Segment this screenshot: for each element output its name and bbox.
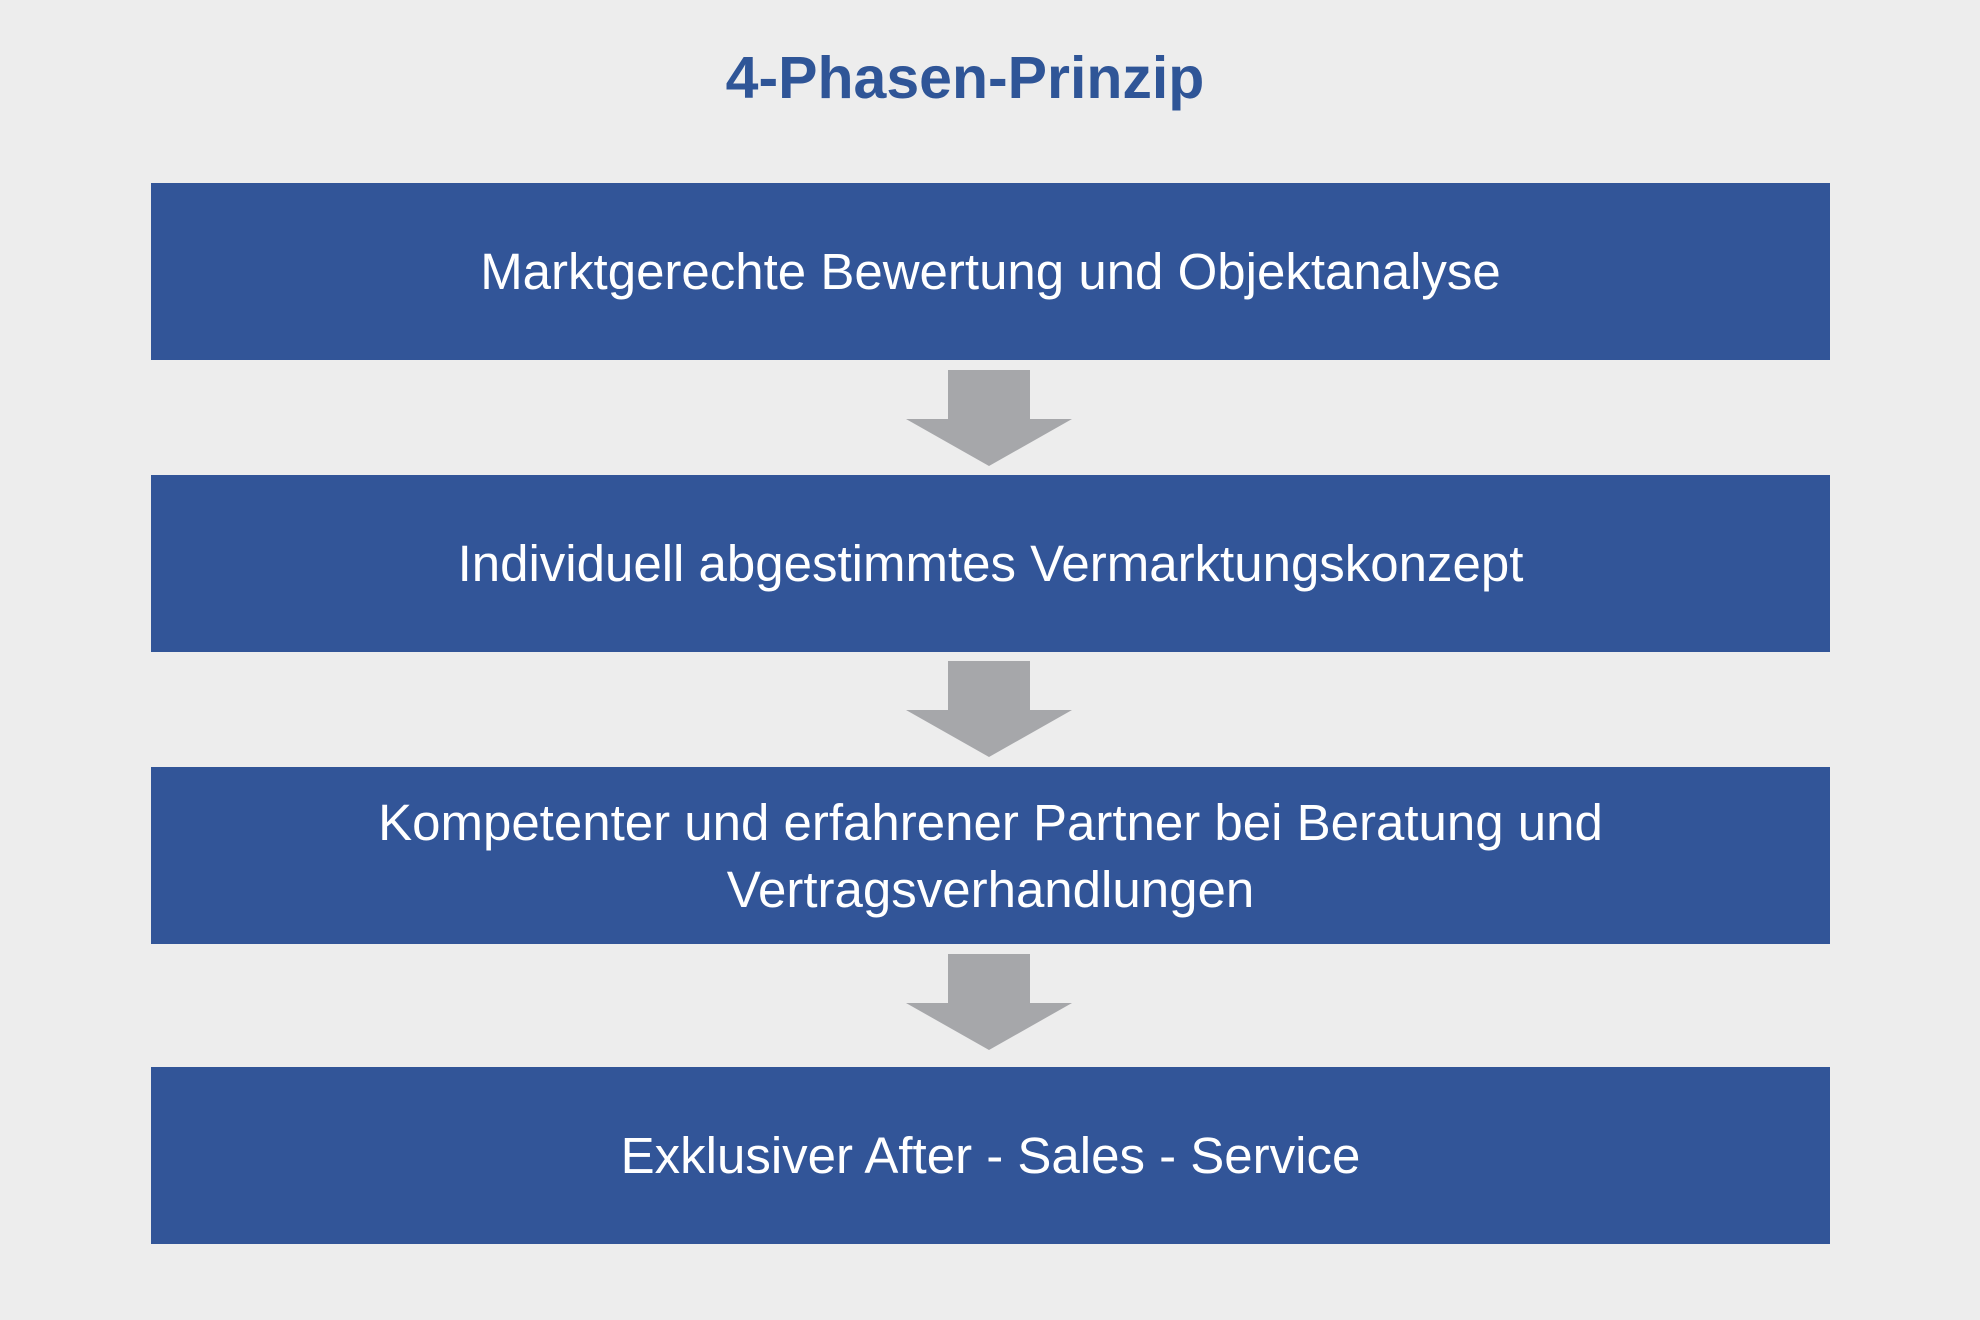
phase-box-3: Kompetenter und erfahrener Partner bei B… <box>151 767 1830 944</box>
phase-box-2: Individuell abgestimmtes Vermarktungskon… <box>151 475 1830 652</box>
phase-label-4: Exklusiver After - Sales - Service <box>620 1127 1361 1184</box>
diagram-title: 4-Phasen-Prinzip <box>725 45 1205 111</box>
down-arrow-icon <box>906 370 1072 466</box>
phase-label-2: Individuell abgestimmtes Vermarktungskon… <box>457 535 1524 592</box>
down-arrow-icon <box>906 661 1072 757</box>
phase-label-1: Marktgerechte Bewertung und Objektanalys… <box>480 243 1501 300</box>
phase-label-3: Kompetenter und erfahrener Partner bei B… <box>378 793 1603 918</box>
phase-box-1: Marktgerechte Bewertung und Objektanalys… <box>151 183 1830 360</box>
phase-box-4: Exklusiver After - Sales - Service <box>151 1067 1830 1244</box>
down-arrow-icon <box>906 954 1072 1050</box>
